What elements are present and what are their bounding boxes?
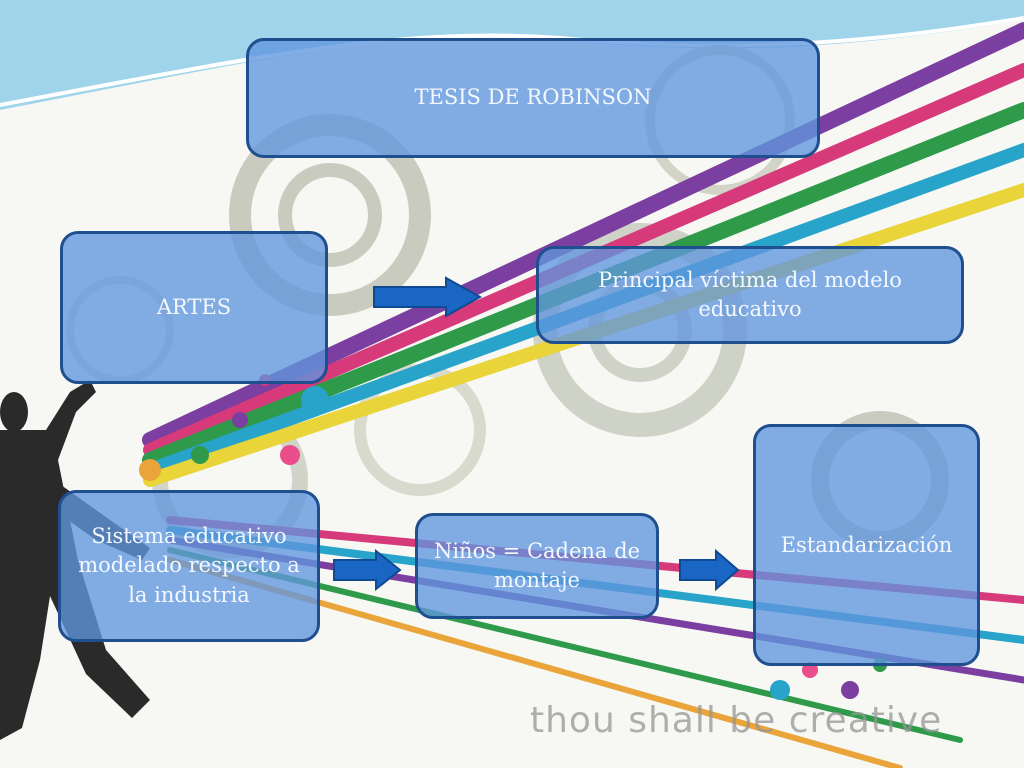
node-estandarizacion: Estandarización — [753, 424, 980, 666]
arrow-artes-to-victima — [373, 276, 483, 318]
arrow-sistema-to-ninos — [333, 549, 402, 591]
node-principal-victima: Principal víctima del modelo educativo — [536, 246, 964, 344]
top-wave-shape — [0, 0, 1024, 110]
arrow-ninos-to-estandarizacion — [679, 549, 740, 591]
title-box: TESIS DE ROBINSON — [246, 38, 820, 158]
node-artes: ARTES — [60, 231, 328, 384]
node-sistema-educativo: Sistema educativo modelado respecto a la… — [58, 490, 320, 642]
top-wave-line — [0, 16, 1024, 107]
node-ninos-cadena: Niños = Cadena de montaje — [415, 513, 659, 619]
watermark-text: thou shall be creative — [530, 700, 943, 741]
